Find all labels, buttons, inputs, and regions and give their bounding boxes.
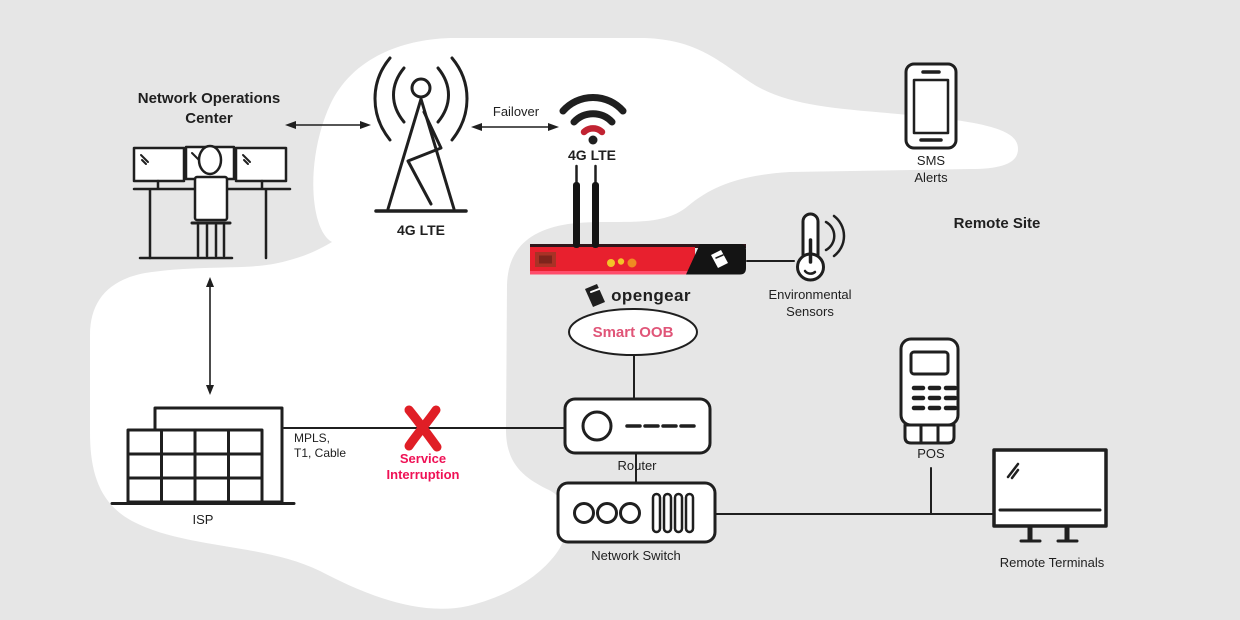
background-blob xyxy=(90,38,1018,609)
network-switch-label: Network Switch xyxy=(591,548,681,563)
opengear-logo-icon xyxy=(585,284,605,307)
remote-terminals-label: Remote Terminals xyxy=(999,555,1105,570)
smart-oob-badge xyxy=(568,308,698,356)
router-icon xyxy=(563,397,712,455)
isp-label: ISP xyxy=(192,512,214,527)
isp-building-icon xyxy=(110,406,296,505)
antenna-icons xyxy=(573,164,599,248)
connector-noc-tower xyxy=(285,121,371,129)
tower-lte-label: 4G LTE xyxy=(397,222,445,238)
opengear-wordmark: opengear xyxy=(611,286,691,305)
cell-tower-icon xyxy=(373,56,469,213)
opengear-badge-mark xyxy=(711,250,728,268)
network-switch-icon xyxy=(556,481,717,544)
service-interruption-x-icon xyxy=(404,405,442,452)
sms-alerts-label: SMS Alerts xyxy=(914,153,948,185)
wifi-lte-label: 4G LTE xyxy=(568,147,616,163)
noc-icon xyxy=(132,144,292,260)
router-label: Router xyxy=(617,458,657,473)
failover-label: Failover xyxy=(492,104,540,119)
smart-oob-label: Smart OOB xyxy=(592,324,674,341)
environmental-sensor-icon xyxy=(796,212,846,282)
sms-phone-icon xyxy=(904,62,958,150)
noc-label: Network Operations Center xyxy=(137,90,281,127)
lte-wifi-icon xyxy=(559,94,627,145)
opengear-appliance-icon xyxy=(530,164,746,275)
pos-label: POS xyxy=(917,446,945,461)
connector-noc-isp xyxy=(206,277,214,395)
mpls-label: MPLS, T1, Cable xyxy=(294,431,347,460)
remote-site-label: Remote Site xyxy=(953,215,1041,232)
remote-terminal-icon xyxy=(992,448,1108,543)
service-interruption-label: Service Interruption xyxy=(386,451,460,482)
environmental-sensors-label: Environmental Sensors xyxy=(768,287,852,319)
connector-failover xyxy=(471,123,559,131)
pos-terminal-icon xyxy=(899,337,960,445)
